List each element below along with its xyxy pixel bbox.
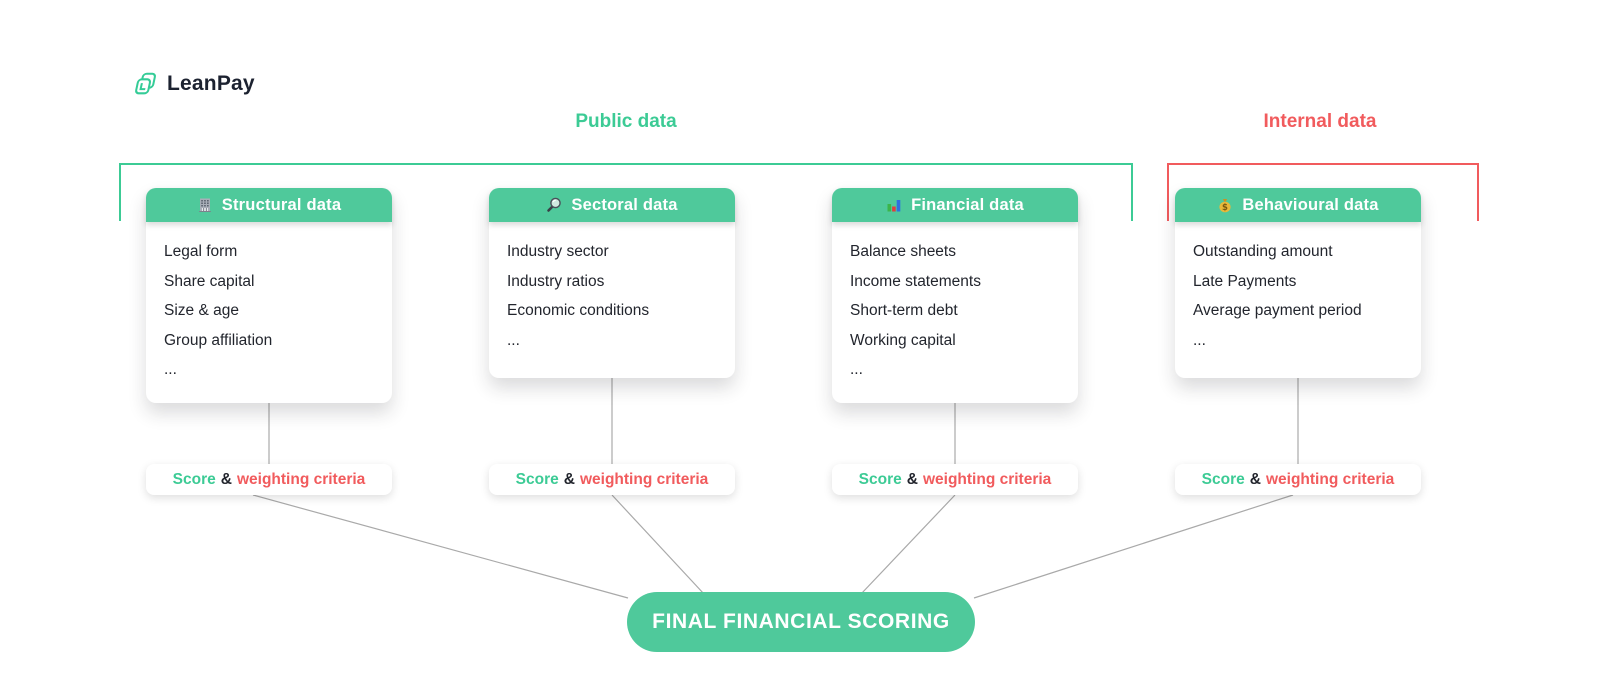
connector-pill2-final xyxy=(611,494,705,595)
public-data-label: Public data xyxy=(575,111,677,132)
card-title: Structural data xyxy=(221,195,342,214)
magnifier-icon xyxy=(547,197,562,212)
card-title: Financial data xyxy=(911,195,1024,214)
leanpay-logo-icon xyxy=(135,72,156,95)
ampersand: & xyxy=(1249,470,1261,488)
list-item: Economic conditions xyxy=(507,302,650,319)
score-label: Score xyxy=(515,470,559,488)
card-sectoral-body: Industry sector Industry ratios Economic… xyxy=(489,222,735,355)
list-item: Legal form xyxy=(164,243,238,260)
connector-pill1-final xyxy=(252,494,629,599)
card-structural-data: Structural data Legal form Share capital… xyxy=(146,188,392,403)
card-title: Behavioural data xyxy=(1242,195,1379,214)
list-item: Late Payments xyxy=(1193,272,1297,290)
ampersand: & xyxy=(220,470,232,488)
list-item: Income statements xyxy=(850,272,981,290)
card-behavioural-data: $ Behavioural data Outstanding amount La… xyxy=(1175,188,1421,378)
final-financial-scoring-node: FINAL FINANCIAL SCORING xyxy=(627,592,975,652)
score-pill-structural: Score & weighting criteria xyxy=(146,464,392,495)
list-item: Working capital xyxy=(850,331,956,349)
svg-text:$: $ xyxy=(1222,203,1228,213)
internal-data-label: Internal data xyxy=(1263,111,1377,132)
list-item: Average payment period xyxy=(1193,302,1362,319)
score-label: Score xyxy=(1201,470,1245,488)
card-behavioural-header: $ Behavioural data xyxy=(1175,188,1421,222)
public-data-bracket xyxy=(119,163,1133,221)
connector-pill4-final xyxy=(973,494,1294,599)
brand-name: LeanPay xyxy=(167,72,255,95)
list-item: Short-term debt xyxy=(850,302,958,319)
building-icon xyxy=(198,198,211,212)
list-item: ... xyxy=(850,361,863,378)
card-financial-body: Balance sheets Income statements Short-t… xyxy=(832,222,1078,385)
connector-pill3-final xyxy=(860,494,956,595)
weighting-criteria-label: weighting criteria xyxy=(579,470,709,488)
score-label: Score xyxy=(172,470,216,488)
list-item: ... xyxy=(507,331,520,349)
weighting-criteria-label: weighting criteria xyxy=(1265,470,1395,488)
list-item: Size & age xyxy=(164,302,239,319)
card-structural-header: Structural data xyxy=(146,188,392,222)
ampersand: & xyxy=(906,470,918,488)
card-behavioural-body: Outstanding amount Late Payments Average… xyxy=(1175,222,1421,355)
card-financial-data: Financial data Balance sheets Income sta… xyxy=(832,188,1078,403)
score-pill-sectoral: Score & weighting criteria xyxy=(489,464,735,495)
list-item: ... xyxy=(164,361,177,378)
card-structural-body: Legal form Share capital Size & age Grou… xyxy=(146,222,392,385)
list-item: Group affiliation xyxy=(164,331,273,349)
list-item: Outstanding amount xyxy=(1193,243,1333,260)
weighting-criteria-label: weighting criteria xyxy=(236,470,366,488)
leanpay-logo: LeanPay xyxy=(130,70,255,98)
list-item: Balance sheets xyxy=(850,243,956,260)
list-item: ... xyxy=(1193,331,1206,349)
card-sectoral-header: Sectoral data xyxy=(489,188,735,222)
list-item: Share capital xyxy=(164,272,255,290)
money-bag-icon: $ xyxy=(1219,199,1232,213)
ampersand: & xyxy=(563,470,575,488)
score-label: Score xyxy=(858,470,902,488)
bar-chart-icon xyxy=(887,200,901,212)
card-title: Sectoral data xyxy=(571,195,678,214)
score-pill-financial: Score & weighting criteria xyxy=(832,464,1078,495)
list-item: Industry ratios xyxy=(507,272,605,290)
score-pill-behavioural: Score & weighting criteria xyxy=(1175,464,1421,495)
internal-data-bracket xyxy=(1167,163,1479,221)
list-item: Industry sector xyxy=(507,243,609,260)
card-financial-header: Financial data xyxy=(832,188,1078,222)
card-sectoral-data: Sectoral data Industry sector Industry r… xyxy=(489,188,735,378)
weighting-criteria-label: weighting criteria xyxy=(922,470,1052,488)
